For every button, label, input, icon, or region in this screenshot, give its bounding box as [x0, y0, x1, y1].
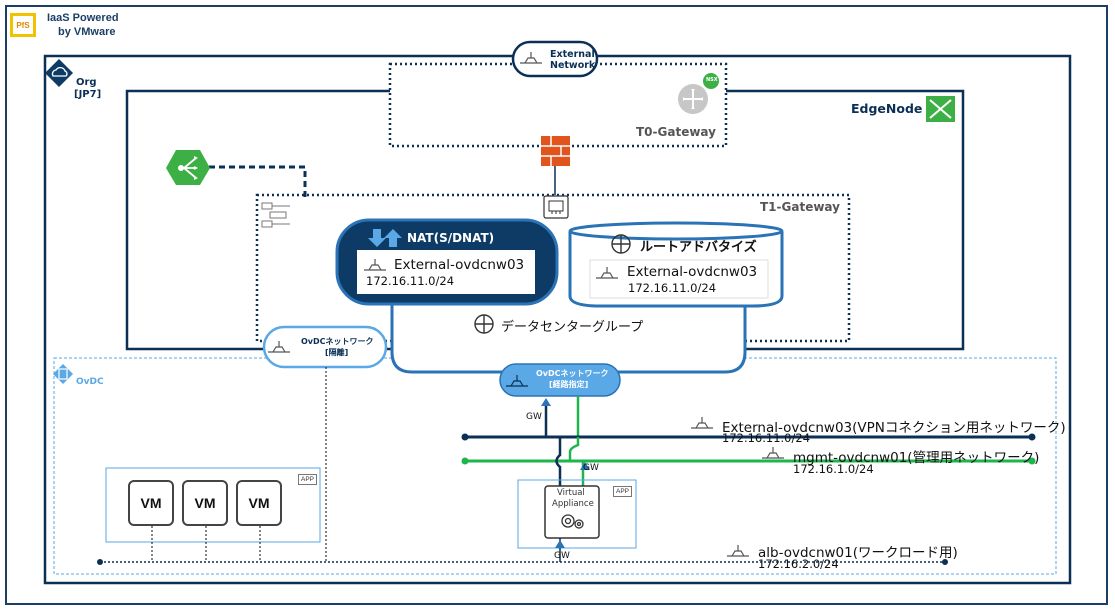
- nat-network-card: [357, 250, 535, 294]
- alb-network-name: alb-ovdcnw01(ワークロード用): [758, 545, 958, 561]
- t0-gateway-label: T0-Gateway: [636, 125, 716, 139]
- nat-network-cidr: 172.16.11.0/24: [366, 274, 455, 288]
- vm-box-3[interactable]: VM: [236, 480, 282, 526]
- vm-label: VM: [194, 495, 216, 511]
- appliance-navy-link: [555, 437, 562, 488]
- nsx-badge: NSX: [706, 77, 718, 83]
- routed-gw-label: GW: [526, 412, 542, 422]
- mgmt-gw-label: GW: [583, 463, 599, 473]
- ovdc-icon: [53, 364, 73, 384]
- t0-router-icon: [678, 73, 719, 114]
- appliance-gw-label: GW: [554, 551, 570, 561]
- external-line-left-dot: [461, 433, 469, 441]
- external-network-pill: [511, 40, 599, 78]
- datacenter-globe-icon: [474, 314, 494, 334]
- alb-line-left-dot: [97, 559, 103, 565]
- load-balancer-icon: [166, 150, 210, 185]
- vm-label: VM: [248, 495, 270, 511]
- virtual-appliance-line1: Virtual: [557, 488, 585, 498]
- routed-network-line2: [経路指定]: [549, 380, 589, 389]
- t1-gateway-label: T1-Gateway: [760, 200, 840, 214]
- alb-line-right-dot: [942, 559, 948, 565]
- external-network-line2: Network: [550, 60, 596, 71]
- external-line-switch-icon: [691, 417, 713, 429]
- org-label: Org: [76, 77, 97, 88]
- virtual-appliance-line2: Appliance: [552, 499, 594, 509]
- nat-network-name: External-ovdcnw03: [394, 257, 525, 273]
- route-network-card: [589, 259, 769, 299]
- isolated-network-switch-icon: [268, 341, 290, 353]
- appliance-green-link: [568, 437, 585, 488]
- mgmt-line-left-dot: [461, 457, 469, 465]
- appliance-gw-arrow: [555, 540, 565, 548]
- vm-label: VM: [140, 495, 162, 511]
- route-network-switch-icon: [596, 267, 618, 279]
- org-region-label: [JP7]: [74, 89, 102, 100]
- router-port-icon: [543, 195, 569, 219]
- mgmt-line-switch-icon: [762, 447, 784, 459]
- mgmt-network-name: mgmt-ovdcnw01(管理用ネットワーク): [793, 450, 1040, 466]
- appliance-gear-icon: [561, 514, 584, 529]
- alb-line-switch-icon: [727, 545, 749, 557]
- route-network-cidr: 172.16.11.0/24: [628, 281, 717, 295]
- nat-network-switch-icon: [364, 259, 386, 271]
- external-network-name: External-ovdcnw03(VPNコネクション用ネットワーク): [722, 420, 1066, 436]
- outer-frame: [5, 5, 1108, 605]
- org-cloud-icon: [45, 59, 73, 87]
- t1-gateway-icon: [261, 202, 290, 228]
- edge-node-icon: [926, 96, 955, 122]
- appliance-group-app-tag: APP: [613, 486, 633, 497]
- alb-network-cidr: 172.16.2.0/24: [758, 557, 839, 571]
- isolated-network-pill: [262, 325, 388, 369]
- nat-title: NAT(S/DNAT): [407, 231, 495, 245]
- brand-title-line2: by VMware: [58, 26, 116, 38]
- pfs-logo: PfS: [10, 13, 36, 37]
- vm-app-group: [105, 467, 321, 543]
- virtual-appliance-box: [544, 485, 600, 539]
- appliance-app-group: [517, 479, 637, 549]
- lb-connector: [209, 165, 307, 197]
- external-network-line1: External: [550, 49, 595, 60]
- pfs-logo-text: PfS: [16, 20, 30, 30]
- route-network-name: External-ovdcnw03: [627, 264, 758, 280]
- routed-network-line1: OvDCネットワーク: [536, 369, 609, 378]
- external-line-right-dot: [1028, 433, 1036, 441]
- nat-arrows-icon: [368, 229, 402, 247]
- datacenter-group-label: データセンターグループ: [501, 320, 644, 335]
- routed-network-pill: [499, 363, 621, 397]
- routed-gw-arrow: [541, 398, 551, 406]
- route-globe-icon: [611, 234, 631, 254]
- t0-gateway-frame: [388, 62, 728, 148]
- vm-box-1[interactable]: VM: [128, 480, 174, 526]
- vm-group-app-tag: APP: [298, 474, 318, 485]
- isolated-network-line1: OvDCネットワーク: [301, 337, 374, 346]
- external-network-cidr: 172.16.11.0/24: [722, 431, 811, 445]
- vm-box-2[interactable]: VM: [182, 480, 228, 526]
- mgmt-line-right-dot: [1028, 457, 1036, 465]
- external-network-switch-icon: [520, 52, 542, 64]
- brand-title-line1: IaaS Powered: [47, 12, 119, 24]
- mgmt-gw-arrow: [580, 462, 590, 470]
- mgmt-network-cidr: 172.16.1.0/24: [793, 462, 874, 476]
- firewall-icon: [541, 136, 570, 166]
- isolated-network-line2: [隔離]: [325, 348, 349, 357]
- ovdc-label: OvDC: [76, 377, 104, 387]
- route-advertise-title: ルートアドバタイズ: [640, 240, 757, 255]
- routed-network-switch-icon: [506, 375, 528, 387]
- edge-node-label: EdgeNode: [851, 101, 923, 116]
